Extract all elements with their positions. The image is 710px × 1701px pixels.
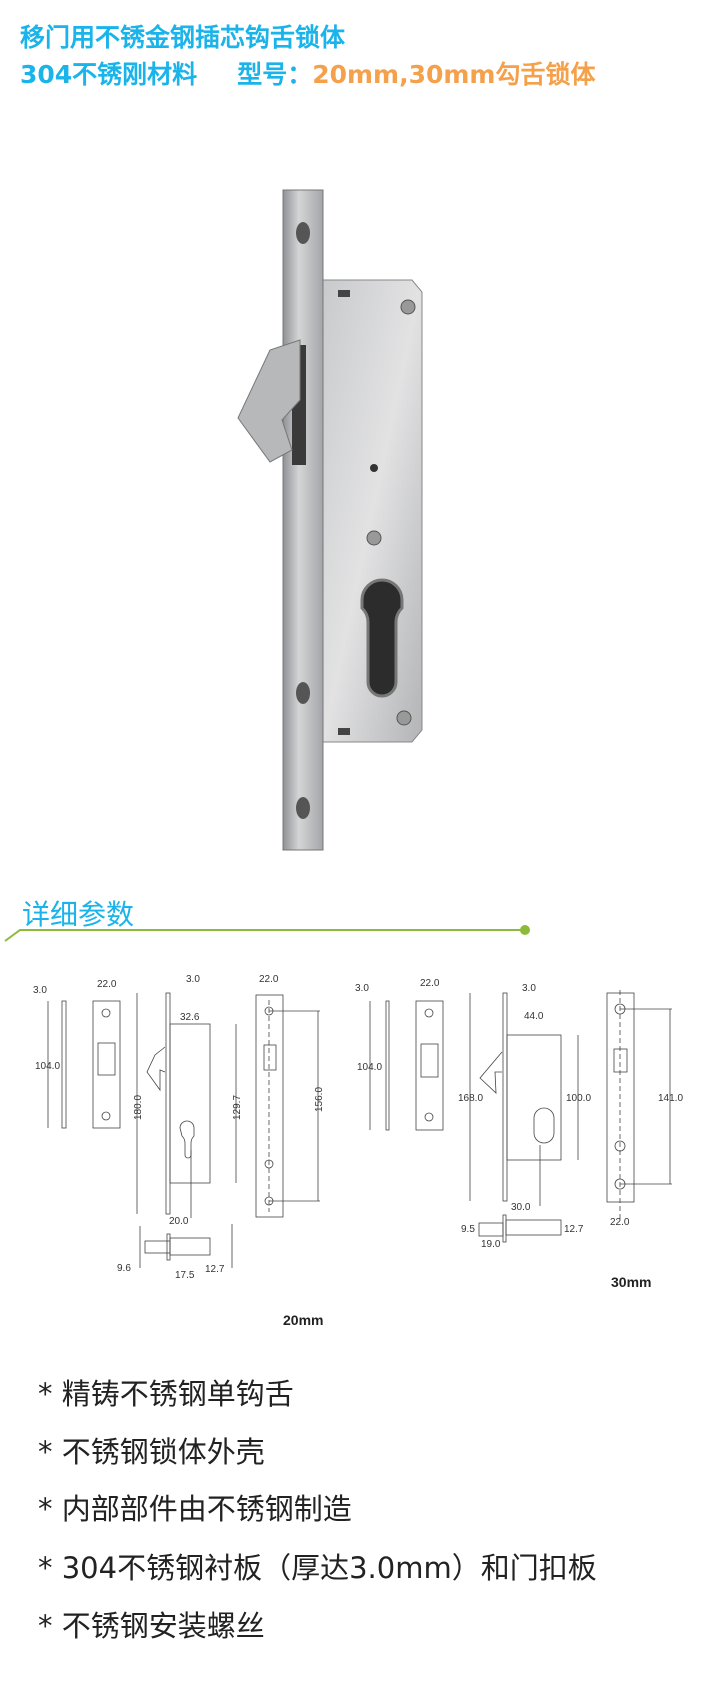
dim-label: 3.0 [186,974,200,985]
faceplate [282,189,324,851]
technical-drawings: 3.0 22.0 104.0 3.0 32.6 180.0 129.7 20.0… [33,974,683,1328]
dim-label: 3.0 [522,983,536,994]
dim-label: 100.0 [566,1093,591,1104]
feature-item: * 304不锈钢衬板（厚达3.0mm）和门扣板 [38,1551,597,1585]
drawing-30mm [369,990,672,1243]
dim-label: 168.0 [458,1093,483,1104]
dim-label: 156.0 [314,1087,325,1112]
feature-item: * 精铸不锈钢单钩舌 [38,1377,294,1411]
dim-label: 3.0 [33,985,47,996]
drawing-label-20mm: 20mm [283,1312,323,1328]
dim-label: 44.0 [524,1011,544,1022]
dim-label: 30.0 [511,1202,531,1213]
dim-label: 12.7 [205,1264,225,1275]
dim-label: 104.0 [357,1062,382,1073]
dim-label: 22.0 [97,979,117,990]
dim-label: 141.0 [658,1093,683,1104]
section-divider [4,925,530,942]
dim-label: 3.0 [355,983,369,994]
dim-label: 19.0 [481,1239,501,1250]
hook-latch [237,339,301,463]
dim-label: 104.0 [35,1061,60,1072]
dim-label: 32.6 [180,1012,200,1023]
model-value: 20mm,30mm勾舌锁体 [312,60,596,89]
dim-label: 9.5 [461,1224,475,1235]
lock-case [322,279,423,743]
drawing-20mm [47,992,320,1268]
feature-item: * 内部部件由不锈钢制造 [38,1492,352,1526]
model-label: 型号： [237,60,313,89]
dim-label: 17.5 [175,1270,195,1281]
dim-label: 9.6 [117,1263,131,1274]
dim-label: 180.0 [133,1095,144,1120]
dim-label: 129.7 [232,1095,243,1120]
feature-item: * 不锈钢锁体外壳 [38,1435,265,1469]
drawing-label-30mm: 30mm [611,1274,651,1290]
section-heading: 详细参数 [22,898,135,931]
dim-label: 20.0 [169,1216,189,1227]
dim-label: 12.7 [564,1224,584,1235]
lock-photo [237,189,423,851]
dim-label: 22.0 [420,978,440,989]
dim-label: 22.0 [259,974,279,985]
material-text: 304不锈刚材料 [20,60,198,89]
product-title: 移门用不锈金钢插芯钩舌锁体 [20,23,346,52]
dim-label: 22.0 [610,1217,630,1228]
feature-item: * 不锈钢安装螺丝 [38,1609,265,1643]
product-subtitle: 304不锈刚材料 型号：20mm,30mm勾舌锁体 [20,55,595,91]
